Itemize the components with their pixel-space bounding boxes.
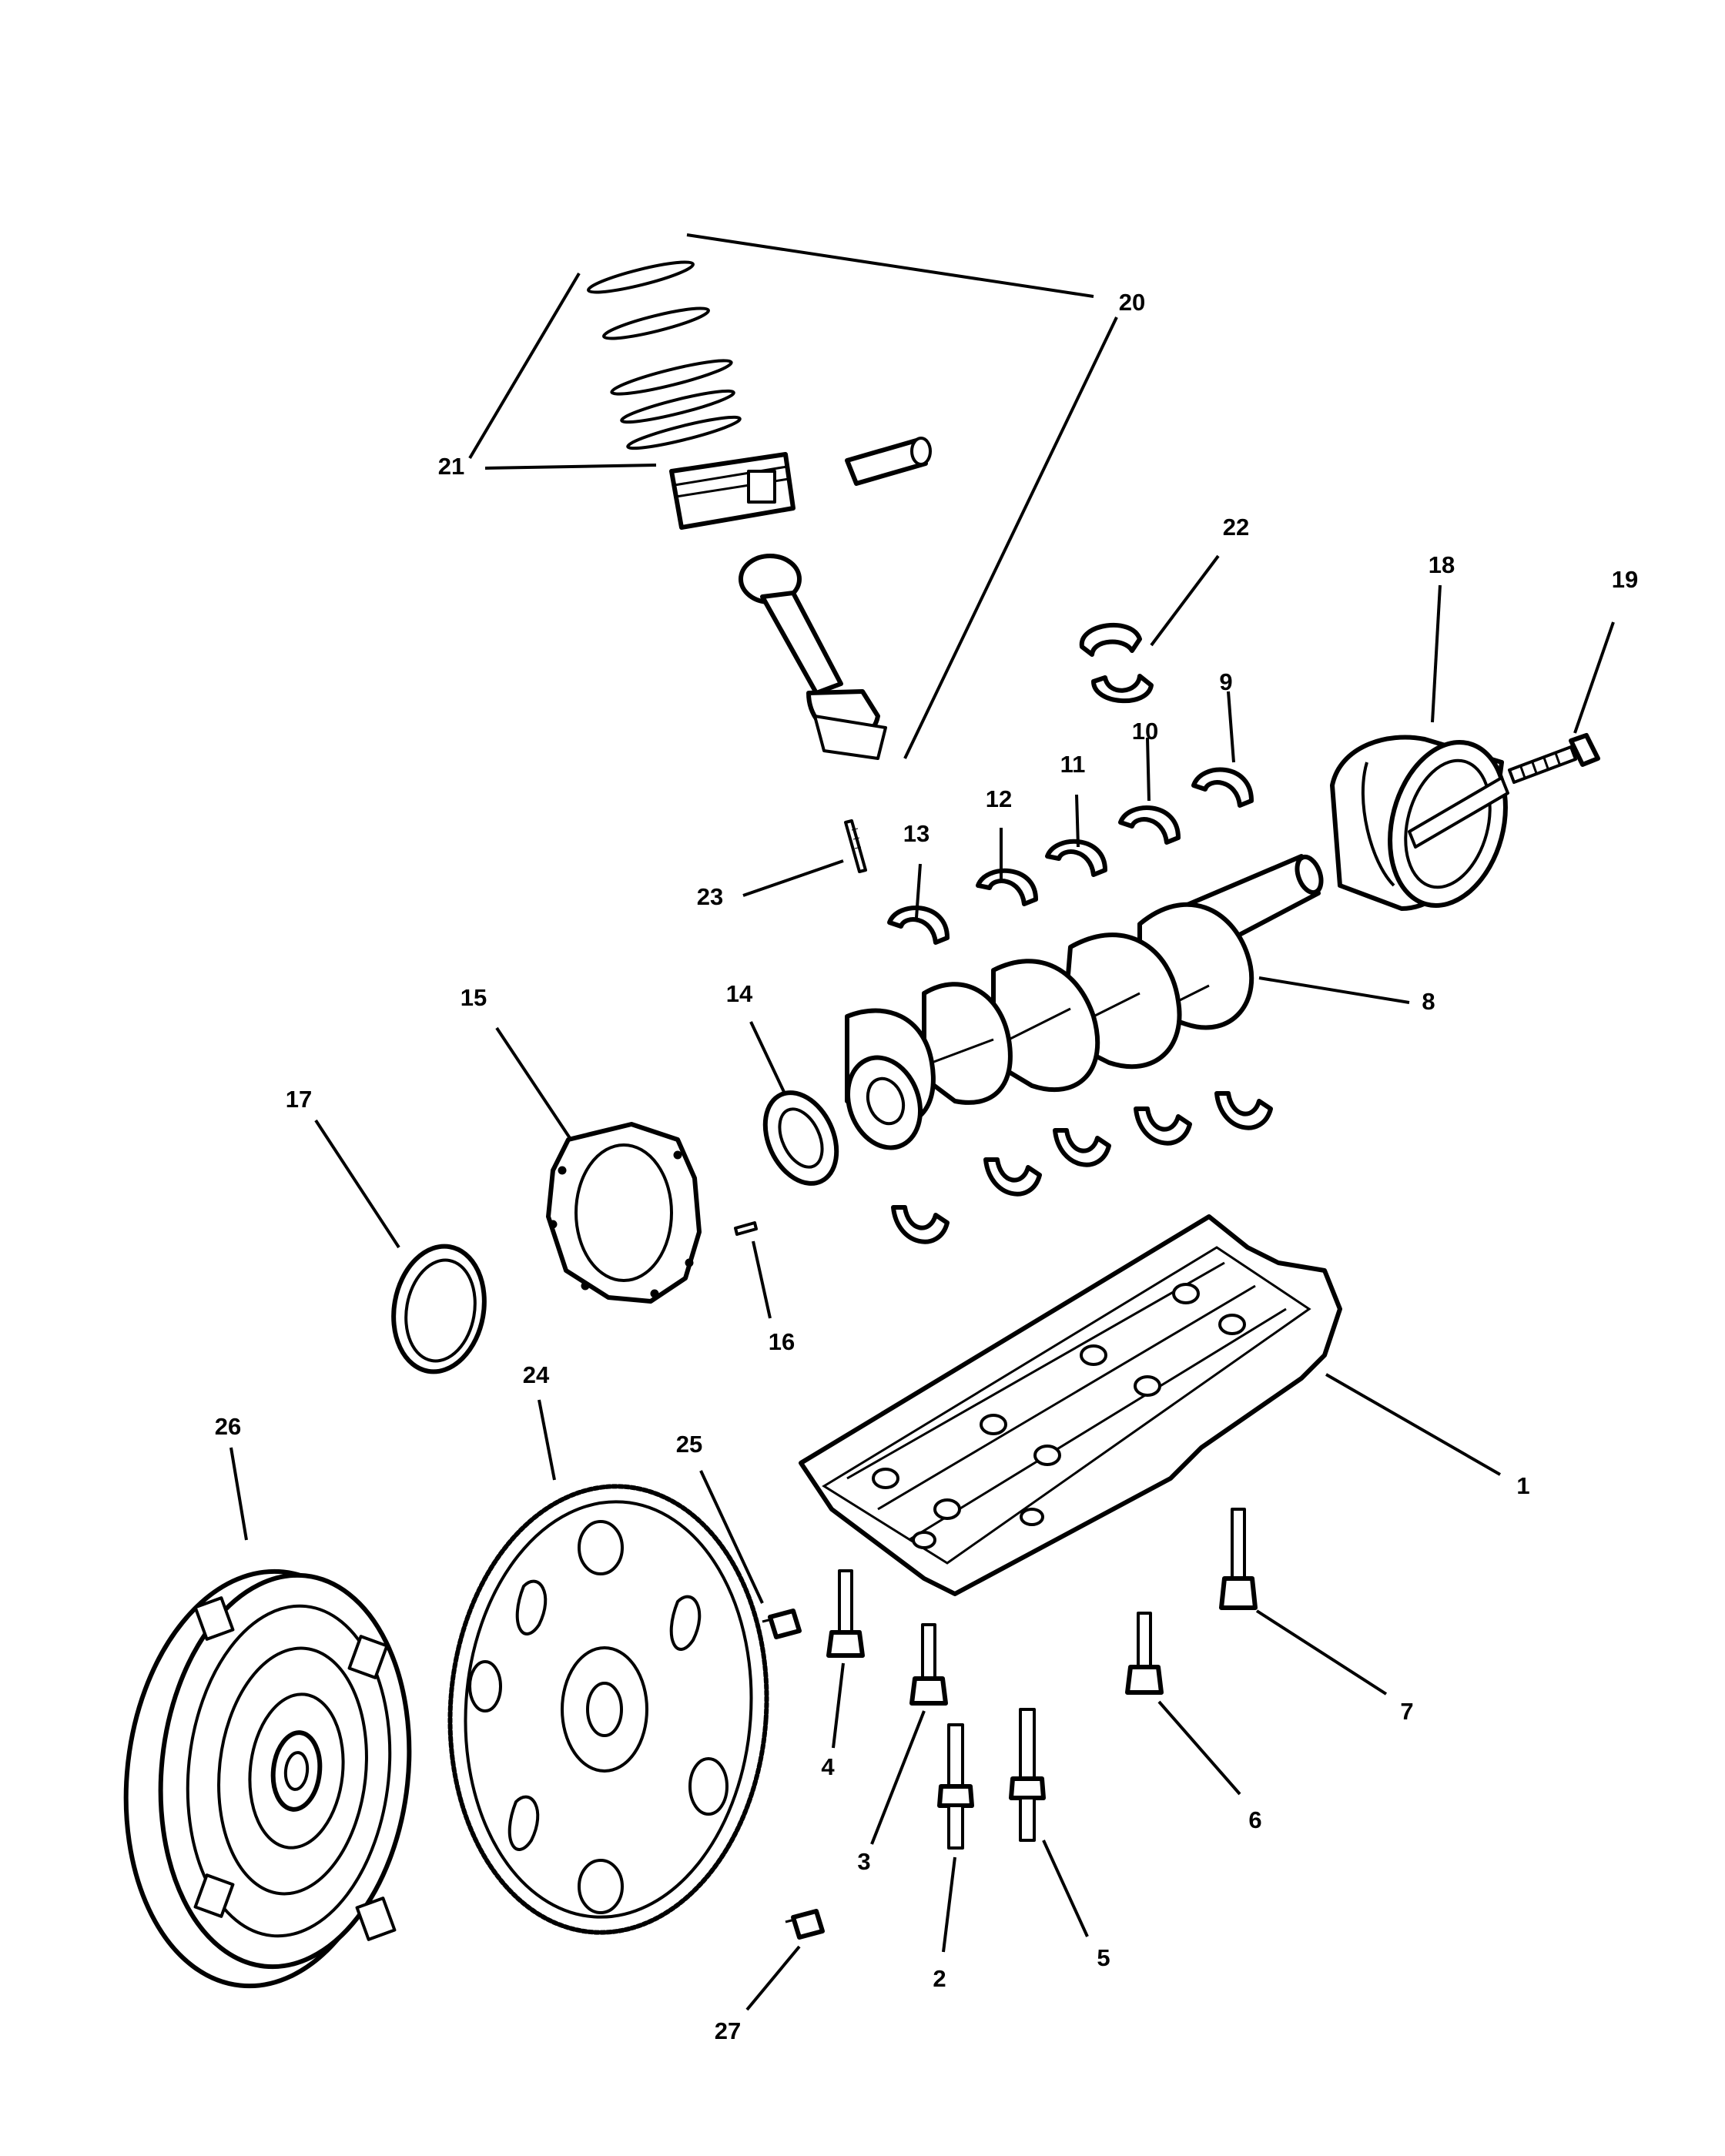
callout-24: 24 [523, 1361, 550, 1388]
bolt-4 [826, 1569, 865, 1658]
rear-main-seal [391, 1244, 487, 1374]
upper-main-bearings [887, 767, 1254, 945]
callout-12: 12 [986, 785, 1012, 812]
callout-9: 9 [1219, 668, 1232, 695]
callout-6: 6 [1248, 1806, 1261, 1833]
bedplate-bosses [872, 1283, 1246, 1549]
flexplate-bolt-25 [762, 1609, 802, 1639]
bolt-6 [1125, 1612, 1164, 1695]
stud-5 [1009, 1708, 1046, 1842]
callout-22: 22 [1223, 514, 1249, 541]
bolt-7 [1219, 1508, 1258, 1610]
callout-14: 14 [726, 980, 753, 1007]
callout-3: 3 [857, 1848, 870, 1875]
callout-25: 25 [676, 1431, 702, 1458]
bolt-3 [909, 1623, 948, 1706]
callout-26: 26 [215, 1413, 241, 1440]
rod-bolt [844, 819, 867, 873]
callout-16: 16 [769, 1328, 795, 1355]
lower-main-bearings [891, 1091, 1273, 1244]
callout-23: 23 [697, 883, 723, 910]
crankshaft [845, 854, 1324, 1150]
callout-19: 19 [1612, 566, 1638, 593]
callout-10: 10 [1132, 718, 1158, 745]
dowel-pin [734, 1221, 758, 1236]
connecting-rod [739, 554, 887, 760]
callout-5: 5 [1097, 1944, 1110, 1971]
callout-17: 17 [286, 1086, 312, 1113]
piston [669, 452, 796, 530]
callout-20: 20 [1119, 289, 1145, 316]
torque-converter [123, 1568, 412, 1989]
damper-bolt [1508, 733, 1600, 784]
callout-labels: 1 2 3 4 5 6 7 8 9 10 11 12 13 14 15 16 1… [215, 289, 1638, 2044]
leader-lines [229, 233, 1615, 2011]
bearing-22 [1079, 622, 1154, 703]
flexplate-bolt-27 [785, 1909, 825, 1940]
seal-retainer [546, 1122, 702, 1304]
callout-2: 2 [933, 1965, 946, 1992]
stud-2 [937, 1723, 974, 1850]
callout-27: 27 [715, 2017, 741, 2044]
callout-18: 18 [1429, 551, 1455, 578]
callout-1: 1 [1516, 1472, 1529, 1499]
callout-8: 8 [1422, 988, 1435, 1015]
callout-13: 13 [903, 820, 929, 847]
callout-21: 21 [438, 453, 464, 480]
flexplate [447, 1484, 769, 1935]
thrust-washer [762, 1090, 839, 1186]
callout-7: 7 [1400, 1698, 1413, 1725]
callout-11: 11 [1060, 751, 1086, 778]
piston-rings [587, 260, 742, 450]
callout-4: 4 [821, 1753, 835, 1780]
bedplate [799, 1214, 1342, 1596]
callout-15: 15 [461, 984, 487, 1011]
piston-pin [845, 437, 932, 486]
vibration-damper [1330, 735, 1509, 911]
